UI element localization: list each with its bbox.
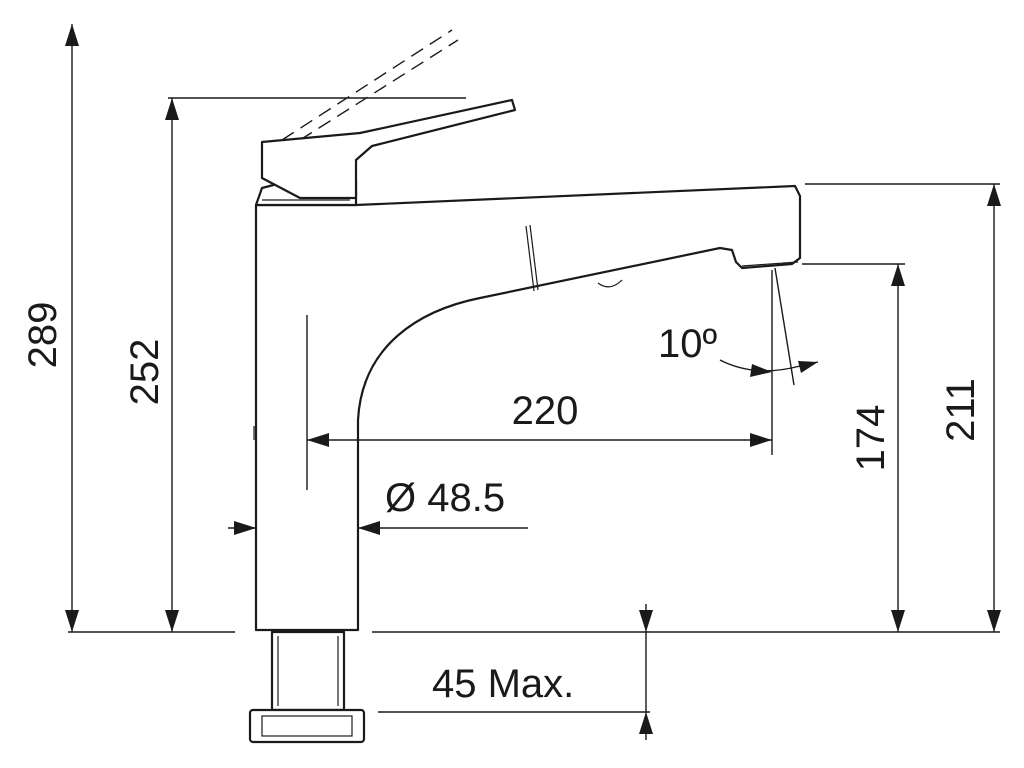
dimension-base-diameter: Ø 48.5: [228, 476, 528, 535]
spray-head-joint-inner: [525, 225, 535, 292]
dimension-spout-height: 211: [939, 184, 1001, 632]
mounting-nut-inner: [261, 715, 353, 737]
dimension-lever-height: 252: [123, 98, 179, 632]
base-diameter-label: Ø 48.5: [385, 476, 505, 520]
spout-aerator: [597, 279, 623, 288]
lever-handle: [260, 98, 517, 200]
dimension-total-height: 289: [21, 24, 79, 632]
lever-alternate-position-2: [299, 39, 459, 141]
spray-head-joint: [529, 224, 539, 291]
dimension-outlet-height: 174: [849, 264, 905, 632]
counter-thickness-label: 45 Max.: [432, 662, 574, 706]
lever-height-label: 252: [123, 339, 167, 406]
reach-label: 220: [512, 389, 579, 433]
dimension-reach: 220: [307, 389, 772, 447]
outlet-height-label: 174: [849, 405, 893, 472]
lever-alternate-position: [281, 29, 453, 141]
total-height-label: 289: [21, 302, 65, 369]
dimension-spray-angle: 10º: [658, 322, 819, 377]
extension-lines: [68, 97, 1000, 713]
dimension-counter-thickness: 45 Max.: [432, 604, 653, 740]
mounting-nut: [248, 708, 366, 744]
faucet-outline: [248, 29, 802, 744]
spout: [254, 184, 802, 632]
spray-angle-label: 10º: [658, 322, 717, 366]
spout-outlet: [741, 261, 799, 267]
mounting-shank: [270, 630, 346, 712]
spout-height-label: 211: [939, 378, 983, 442]
